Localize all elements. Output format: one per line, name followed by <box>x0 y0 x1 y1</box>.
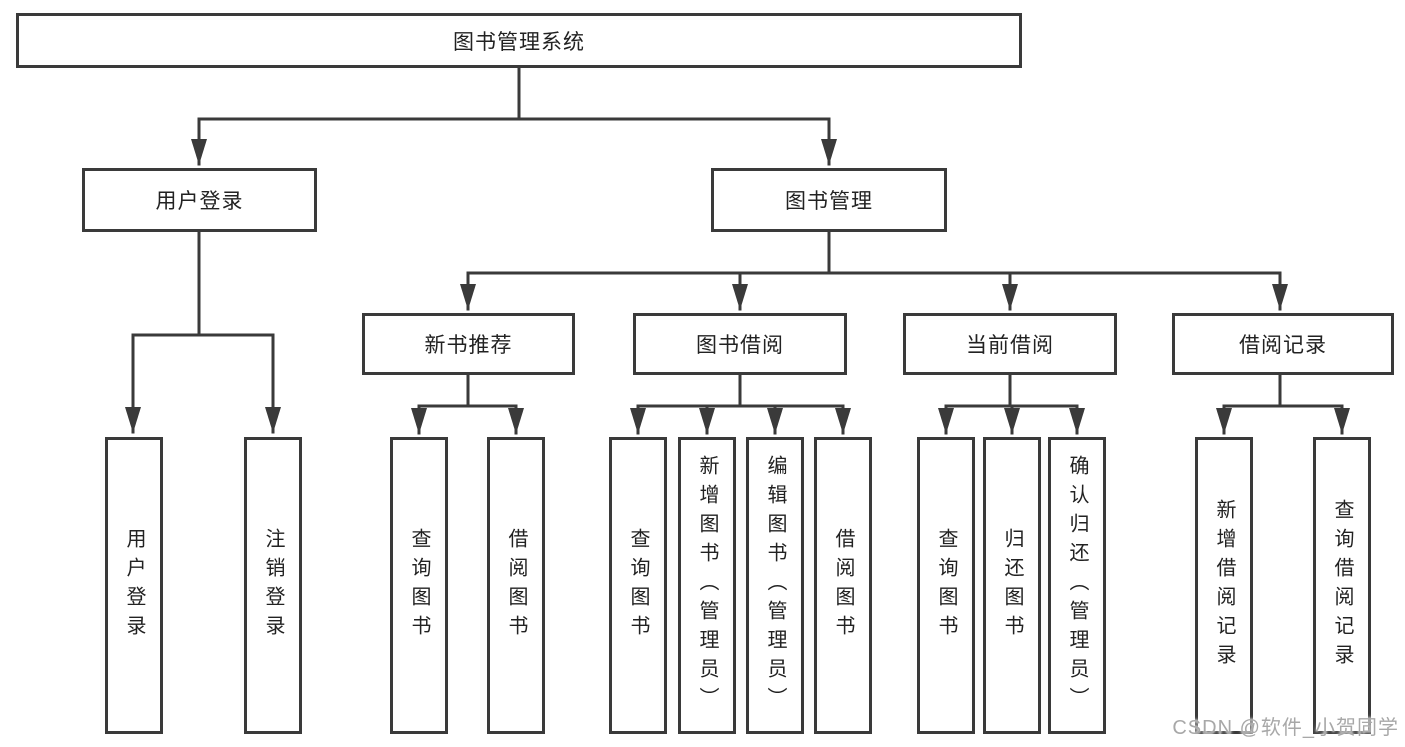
node-borrowing-records-label: 借阅记录 <box>1239 334 1327 357</box>
leaf-query-borrow-record: 查询借阅记录 <box>1313 437 1371 734</box>
node-new-book-recommend-label: 新书推荐 <box>424 334 513 357</box>
leaf-borrowing-query-books-label: 查询图书 <box>627 527 649 644</box>
node-library-system-label: 图书管理系统 <box>453 30 585 54</box>
node-current-borrowing: 当前借阅 <box>903 313 1117 375</box>
leaf-query-borrow-record-label: 查询借阅记录 <box>1331 498 1353 673</box>
leaf-current-query-books: 查询图书 <box>917 437 975 734</box>
csdn-watermark: CSDN @软件_小贺同学 <box>1172 717 1399 739</box>
leaf-recommend-borrow-books: 借阅图书 <box>487 437 545 734</box>
leaf-current-query-books-label: 查询图书 <box>935 527 957 644</box>
leaf-recommend-borrow-books-label: 借阅图书 <box>505 527 527 644</box>
node-book-management: 图书管理 <box>711 168 947 232</box>
connector-group <box>125 66 1350 435</box>
leaf-borrowing-query-books: 查询图书 <box>609 437 667 734</box>
leaf-add-book-admin-label: 新增图书（管理员） <box>696 455 718 716</box>
leaf-confirm-return-admin: 确认归还（管理员） <box>1048 437 1106 734</box>
node-book-borrowing: 图书借阅 <box>633 313 847 375</box>
node-user-login: 用户登录 <box>82 168 317 232</box>
node-borrowing-records: 借阅记录 <box>1172 313 1394 375</box>
node-new-book-recommend: 新书推荐 <box>362 313 575 375</box>
node-user-login-label: 用户登录 <box>155 190 244 213</box>
leaf-logout-label: 注销登录 <box>262 527 284 644</box>
leaf-borrow-book-label: 借阅图书 <box>832 527 854 644</box>
node-current-borrowing-label: 当前借阅 <box>966 334 1054 357</box>
node-book-borrowing-label: 图书借阅 <box>696 334 784 357</box>
leaf-edit-book-admin-label: 编辑图书（管理员） <box>764 455 786 716</box>
leaf-user-login: 用户登录 <box>105 437 163 734</box>
leaf-recommend-query-books-label: 查询图书 <box>408 527 430 644</box>
leaf-user-login-label: 用户登录 <box>123 527 145 644</box>
leaf-recommend-query-books: 查询图书 <box>390 437 448 734</box>
leaf-add-book-admin: 新增图书（管理员） <box>678 437 736 734</box>
node-library-system: 图书管理系统 <box>16 13 1022 68</box>
leaf-add-borrow-record-label: 新增借阅记录 <box>1213 498 1235 673</box>
leaf-borrow-book: 借阅图书 <box>814 437 872 734</box>
leaf-add-borrow-record: 新增借阅记录 <box>1195 437 1253 734</box>
leaf-edit-book-admin: 编辑图书（管理员） <box>746 437 804 734</box>
leaf-return-book-label: 归还图书 <box>1001 527 1023 644</box>
leaf-logout: 注销登录 <box>244 437 302 734</box>
leaf-confirm-return-admin-label: 确认归还（管理员） <box>1066 455 1088 716</box>
leaf-return-book: 归还图书 <box>983 437 1041 734</box>
node-book-management-label: 图书管理 <box>785 190 873 213</box>
